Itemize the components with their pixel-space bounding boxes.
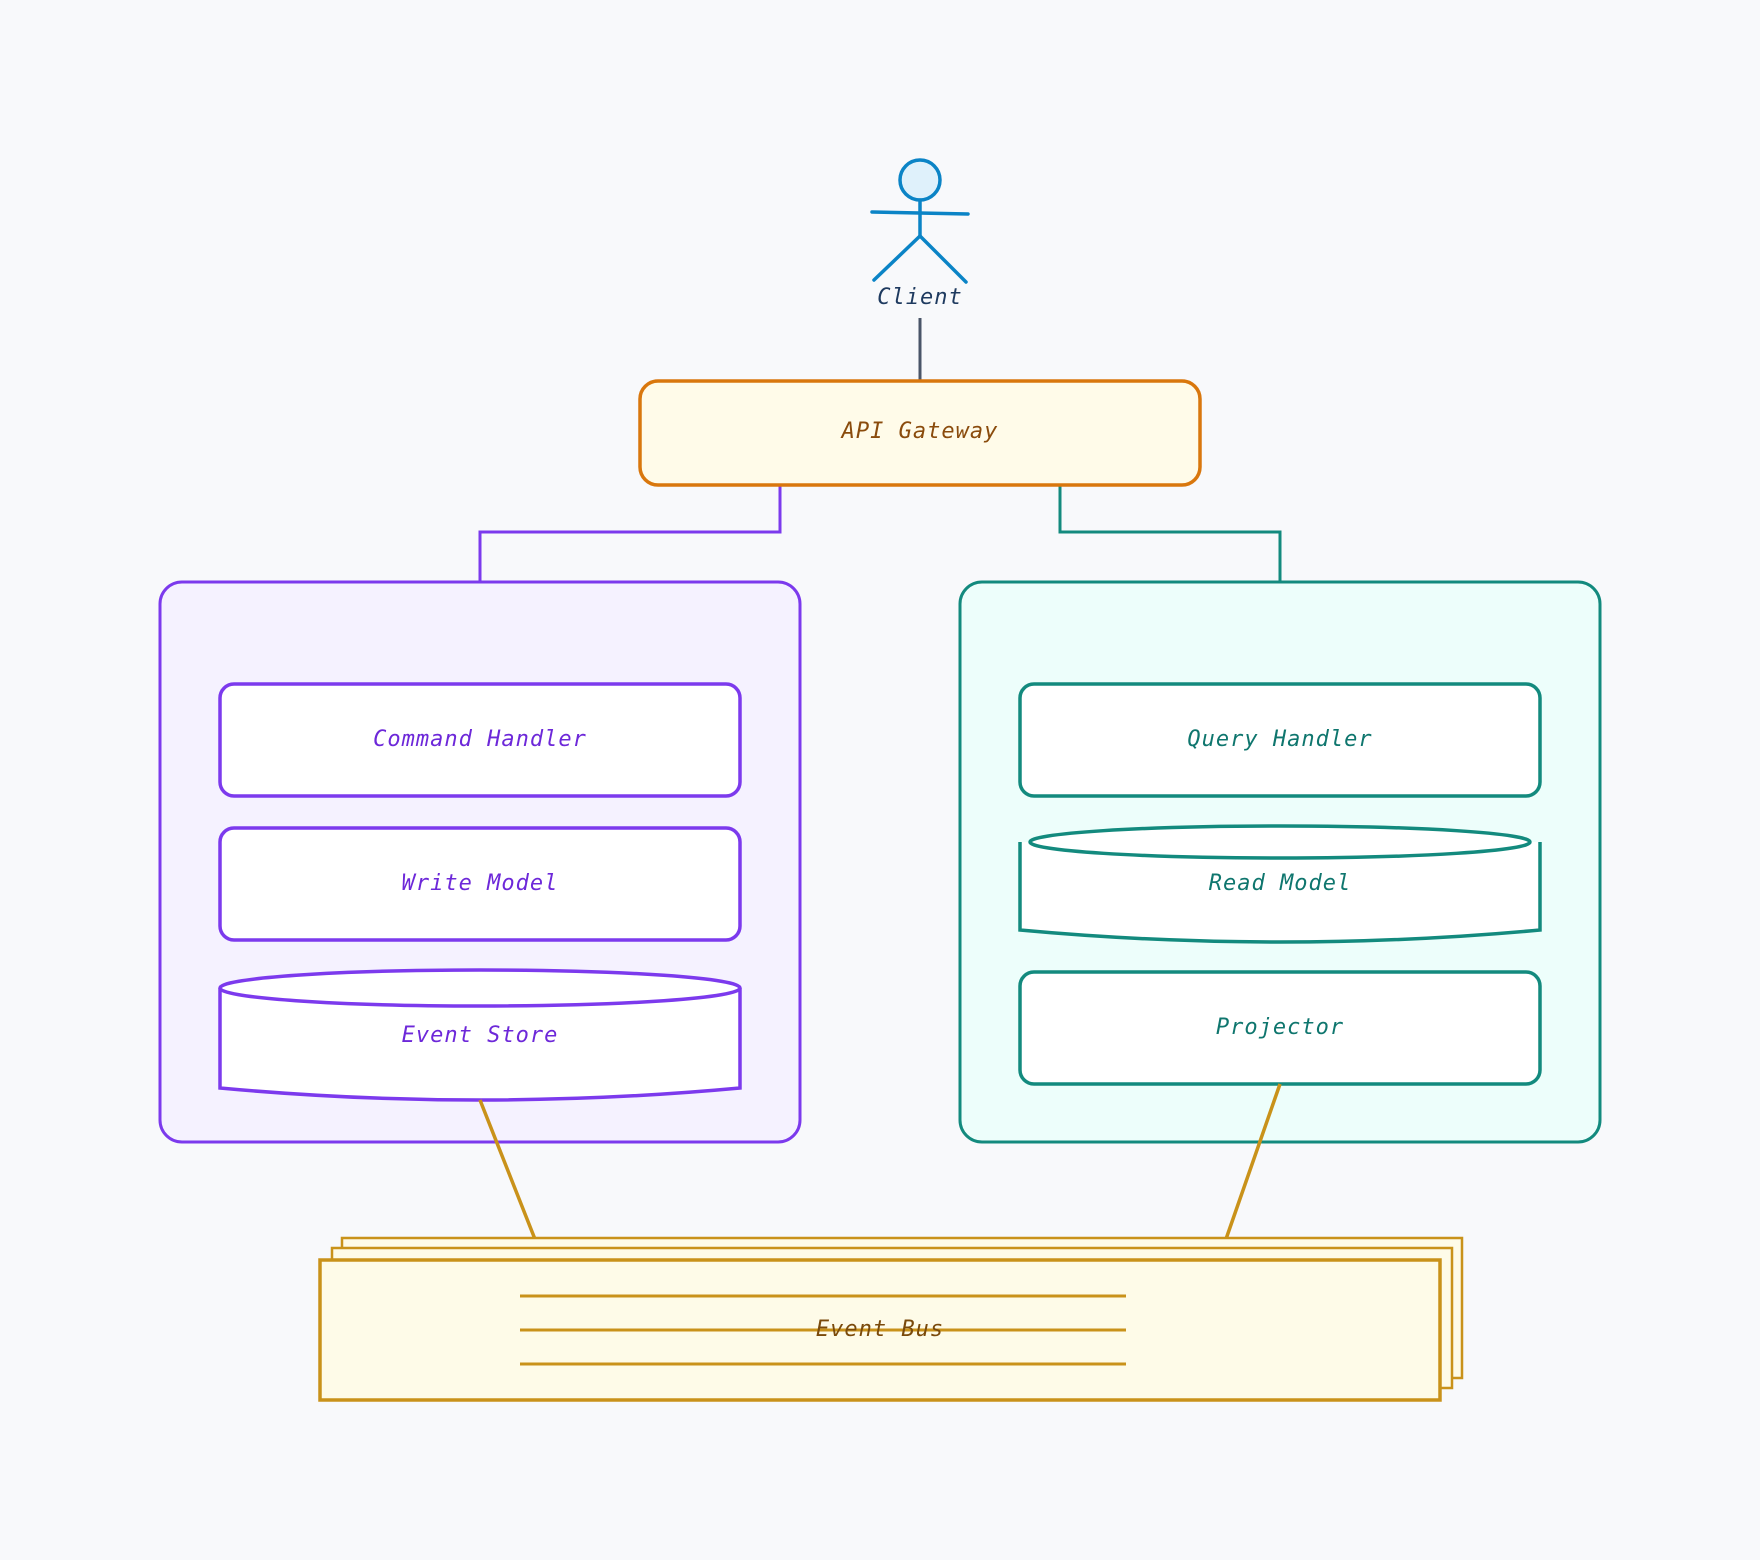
command-handler-label: Command Handler xyxy=(373,727,587,752)
event-store-node[interactable]: Event Store xyxy=(218,968,742,1102)
event-bus-label: Event Bus xyxy=(816,1317,944,1342)
projector-bus-connector xyxy=(1216,1083,1282,1263)
gateway-write-connector xyxy=(478,484,782,582)
write-model-label: Write Model xyxy=(402,871,559,896)
event-bus-node[interactable]: Event Bus xyxy=(318,1236,1464,1402)
read-model-label: Read Model xyxy=(1209,871,1351,896)
client-actor-icon xyxy=(870,158,970,284)
client-label: Client xyxy=(877,285,962,310)
projector-label: Projector xyxy=(1216,1015,1344,1040)
event-store-label: Event Store xyxy=(402,1023,559,1048)
api-gateway-label: API Gateway xyxy=(840,419,999,444)
event-store-bus-connector xyxy=(478,1099,546,1263)
query-handler-label: Query Handler xyxy=(1187,727,1372,752)
gateway-read-connector xyxy=(1058,484,1282,582)
write-model-node[interactable]: Write Model xyxy=(218,826,742,942)
query-handler-node[interactable]: Query Handler xyxy=(1018,682,1542,798)
projector-node[interactable]: Projector xyxy=(1018,970,1542,1086)
read-model-node[interactable]: Read Model xyxy=(1018,824,1542,944)
command-handler-node[interactable]: Command Handler xyxy=(218,682,742,798)
api-gateway-node[interactable]: API Gateway xyxy=(638,379,1202,487)
